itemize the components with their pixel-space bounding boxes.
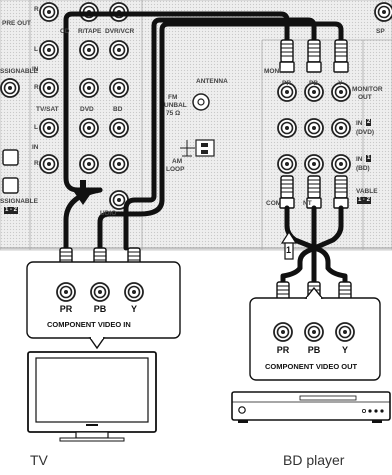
assignable-jack-top [0,78,20,98]
monitor-out-plug-y [333,39,349,73]
tv-icon [27,351,157,442]
tv-label-pb: PB [93,304,107,314]
in1-y-jack [331,154,351,174]
label-cd: CD [60,28,70,35]
tv-box-title: COMPONENT VIDEO IN [44,320,134,329]
tvsat-l-jack [39,118,59,138]
tv-caption: TV [30,452,48,468]
cd-l-jack [39,40,59,60]
label-in1: IN [356,156,363,163]
am-loop-terminal [180,139,215,157]
label-bd: BD [113,106,123,113]
label-in-2: IN [32,144,39,151]
bd-label-pb: PB [307,345,321,355]
monitor-out-plug-pr [279,39,295,73]
label-y-rx: Y [338,80,343,87]
label-75ohm: 75 Ω [166,110,181,117]
speaker-jack [374,2,392,22]
bd-label-pr: PR [276,345,290,355]
label-sp: SP [376,28,385,35]
in2-pb-jack [304,118,324,138]
label-vable: VABLE [356,188,378,195]
in1-plug-pr [279,175,295,209]
label-loop: LOOP [166,166,185,173]
label-dvrvcr: DVR/VCR [105,28,135,35]
label-dvd: DVD [80,106,94,113]
label-fm: FM [168,94,178,101]
cable-bd-to-receiver [280,205,348,293]
label-unbal: UNBAL [164,102,187,109]
in2-pr-jack [277,118,297,138]
label-in2: IN [356,120,363,127]
tv-cable-plugs [63,217,129,251]
bd-jack-1 [109,118,129,138]
fm-antenna-jack [192,93,210,111]
label-antenna: ANTENNA [196,78,228,85]
label-assignable-top: SSIGNABLE [0,68,38,75]
in2-y-jack [331,118,351,138]
in1-plug-y [333,175,349,209]
label-r-3: R [34,160,39,167]
optical-port-1 [2,149,19,166]
arrow-number: 1 [286,245,292,255]
label-pb-rx: PB [309,80,319,87]
bd-jack-pr [273,322,293,342]
rtape-jack-3 [79,78,99,98]
cd-r-jack [39,78,59,98]
label-rtape: R/TAPE [78,28,102,35]
cable-monitor-to-tv [63,11,344,231]
bd-player-icon [231,391,391,423]
label-in2-dvd: (DVD) [356,129,375,136]
vable-number-badge: 1 · 2 [357,197,372,204]
label-component: COM [266,200,282,207]
dvrvcr-jack-3 [109,78,129,98]
tv-jack-pb [90,282,110,302]
label-am: AM [172,158,183,165]
assignable-number-badge: 1 - 2 [4,207,19,214]
tv-jack-pr [56,282,76,302]
bd-jack-2 [109,154,129,174]
monitor-out-plug-pb [306,39,322,73]
label-out: OUT [358,94,372,101]
bd-jack-pb [304,322,324,342]
label-audio: UDIO [100,210,117,217]
label-r-2: R [34,84,39,91]
label-l-1: L [34,46,38,53]
receiver-rear-panel [0,0,392,251]
in2-number-badge: 2 [366,119,372,126]
rtape-jack-2 [79,40,99,60]
bd-player-caption: BD player [283,452,345,468]
in1-pb-jack [304,154,324,174]
tv-label-y: Y [130,304,137,314]
tv-label-pr: PR [59,304,73,314]
label-r-top: R [34,6,39,13]
dvrvcr-jack-2 [109,40,129,60]
label-pre-out: PRE OUT [2,20,31,27]
label-assignable-bottom: SSIGNABLE [0,198,38,205]
label-monitor-out: MONITOR [352,86,383,93]
in1-pr-jack [277,154,297,174]
arrow-up-icon [280,230,298,260]
label-in-1: IN [32,66,39,73]
dvd-jack-1 [79,118,99,138]
label-pr-rx: PR [282,80,292,87]
bd-box-title: COMPONENT VIDEO OUT [262,362,361,371]
label-l-2: L [34,124,38,131]
dvd-jack-2 [79,154,99,174]
optical-port-2 [2,177,19,194]
label-monitor: MONI [264,68,281,75]
bd-label-y: Y [341,345,348,355]
tvsat-r-jack [39,154,59,174]
pre-out-jack [39,2,59,22]
label-nt: NT [303,200,312,207]
tv-jack-y [124,282,144,302]
label-in1-bd: (BD) [356,165,370,172]
bd-jack-y [335,322,355,342]
arrow-down-icon [74,180,92,205]
label-tvsat: TV/SAT [36,106,59,113]
in1-number-badge: 1 [366,155,372,162]
